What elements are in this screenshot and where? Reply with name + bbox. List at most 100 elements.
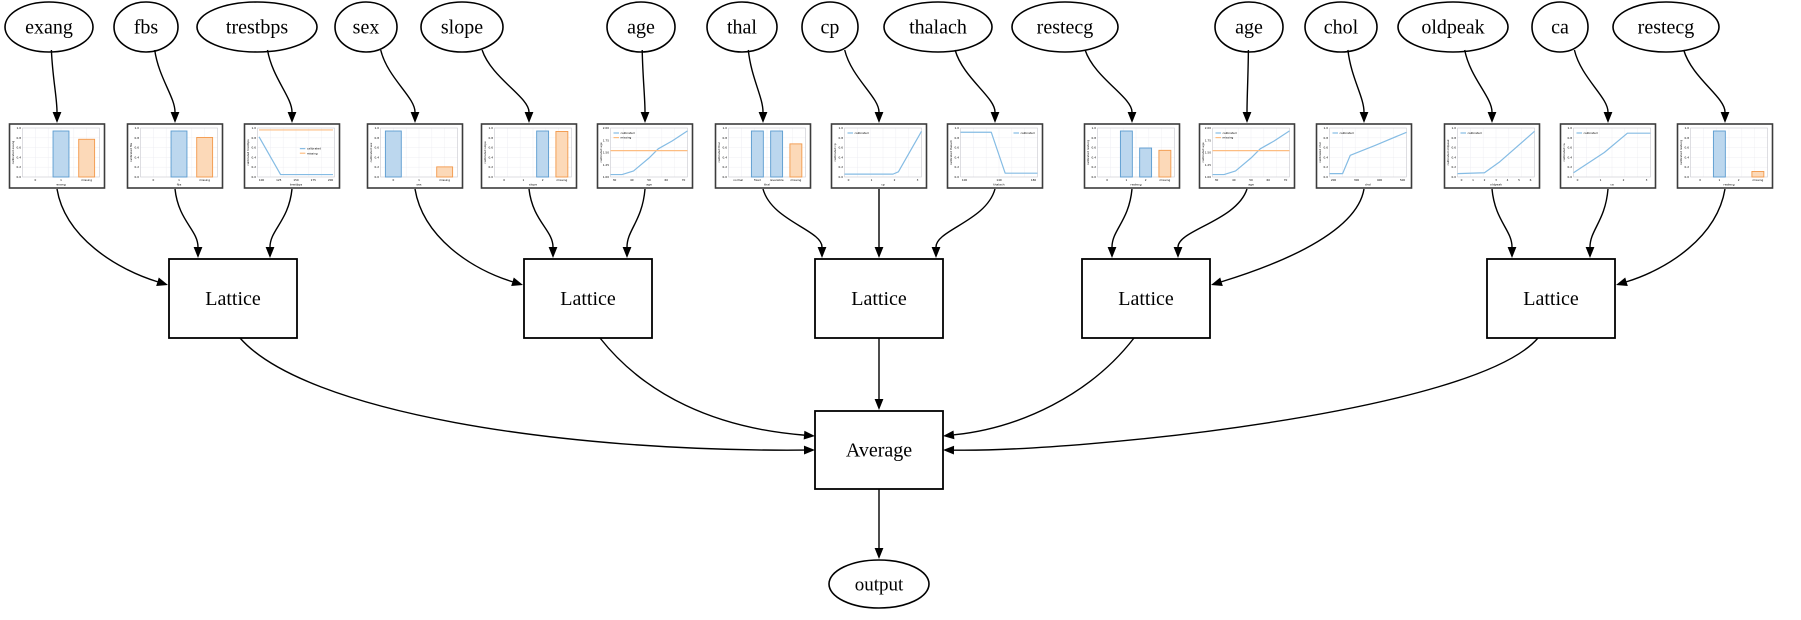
arrowhead-icon [640, 112, 650, 123]
arrowhead-icon [548, 247, 558, 258]
input-node-label: sex [353, 17, 380, 39]
arrowhead-icon [193, 247, 203, 258]
edge-line [641, 49, 646, 113]
arrowhead-icon [1616, 277, 1628, 286]
y-tick-label: 0.2 [955, 165, 960, 169]
edge-L5-avg [943, 337, 1539, 455]
input-node-label: restecg [1638, 17, 1695, 39]
edge-line [1491, 188, 1513, 248]
arrowhead-icon [874, 399, 884, 410]
y-tick-label: 0.6 [723, 146, 728, 150]
arrowhead-icon [943, 445, 955, 455]
input-node-thal: thal [706, 1, 778, 53]
edge-c3-L1 [265, 188, 293, 258]
edge-n11-c11 [1242, 49, 1252, 123]
input-node-label: thalach [909, 17, 967, 39]
x-axis-label: trestbps [290, 182, 303, 186]
lattice-node-2-label: Lattice [560, 288, 616, 310]
chart-frame [1315, 123, 1413, 189]
y-tick-label: 0.4 [1685, 155, 1690, 159]
y-tick-label: 0.0 [135, 175, 140, 179]
edge-c8-L3 [874, 189, 884, 258]
y-tick-label: 0.2 [17, 165, 22, 169]
x-tick-label: 1 [522, 178, 524, 182]
x-tick-label: 60 [1266, 178, 1270, 182]
line-calibrated [844, 131, 923, 175]
edge-c1-L1 [56, 188, 168, 286]
plot-border [1097, 127, 1175, 178]
line-calibrated [1573, 132, 1651, 174]
edge-line [481, 49, 530, 113]
edge-n8-c8 [844, 49, 884, 123]
y-tick-label: 0.6 [1324, 146, 1329, 150]
y-axis-label: calibrated cp [833, 143, 837, 161]
edge-c6-L2 [622, 188, 646, 258]
y-tick-label: 0.2 [839, 165, 844, 169]
input-node-ellipse [1304, 1, 1378, 53]
arrowhead-icon [1585, 247, 1595, 258]
x-axis-label: chol [1365, 182, 1371, 186]
input-node-ellipse [1011, 1, 1119, 53]
input-node-ellipse [883, 1, 993, 53]
legend-entry: calibrated [1021, 131, 1035, 135]
chart-frame [1443, 123, 1541, 189]
lattice-node-3-rect [814, 258, 944, 339]
y-tick-label: 1.75 [603, 138, 609, 142]
bar-0 [384, 130, 402, 178]
y-tick-label: 0.2 [375, 165, 380, 169]
arrowhead-icon [1603, 112, 1613, 123]
input-node-fbs: fbs [113, 1, 179, 53]
x-tick-label: 30 [1215, 178, 1219, 182]
plot-border [1329, 127, 1407, 178]
edge-line [266, 49, 293, 113]
input-node-label: fbs [134, 17, 159, 39]
y-tick-label: 0.0 [1568, 175, 1573, 179]
y-tick-label: 0.2 [1324, 165, 1329, 169]
x-tick-label: 2 [1738, 178, 1740, 182]
y-axis-label: calibrated thalach [949, 140, 953, 166]
lattice-node-4-label: Lattice [1118, 288, 1174, 310]
y-tick-label: 0.8 [1568, 136, 1573, 140]
x-tick-label: 0 [848, 178, 850, 182]
bar-missing [1751, 171, 1765, 178]
x-tick-label: 200 [1331, 178, 1337, 182]
y-tick-label: 0.2 [1452, 165, 1457, 169]
input-node-label: age [1235, 17, 1263, 39]
x-tick-label: 1 [1472, 178, 1474, 182]
edge-line [1589, 188, 1609, 248]
y-tick-label: 0.8 [135, 136, 140, 140]
y-tick-label: 1.75 [1205, 138, 1211, 142]
input-node-ellipse [1531, 1, 1589, 53]
input-node-label: cp [821, 17, 840, 39]
y-tick-label: 1.0 [489, 126, 494, 130]
edge-n4-c4 [380, 49, 420, 123]
y-axis-label: calibrated ca [1562, 143, 1566, 161]
input-node-ellipse [334, 1, 398, 53]
arrowhead-icon [1173, 247, 1183, 258]
x-tick-label: 400 [1377, 178, 1383, 182]
x-tick-label: 1 [1600, 178, 1602, 182]
x-tick-label: 50 [647, 178, 651, 182]
y-tick-label: 0.4 [135, 155, 140, 159]
y-tick-label: 1.25 [1205, 163, 1211, 167]
edge-n6-c6 [640, 49, 650, 123]
y-tick-label: 0.4 [375, 155, 380, 159]
x-tick-label: 3 [1495, 178, 1497, 182]
edge-L1-avg [239, 337, 815, 455]
y-tick-label: 0.0 [1092, 175, 1097, 179]
legend-entry: calibrated [1340, 131, 1354, 135]
arrowhead-icon [1720, 112, 1730, 123]
plot-border [257, 127, 335, 178]
plot-border [1690, 127, 1768, 178]
y-tick-label: 0.8 [1092, 136, 1097, 140]
edge-line [1084, 49, 1133, 113]
y-tick-label: 0.4 [1452, 155, 1457, 159]
x-axis-label: oldpeak [1490, 182, 1502, 186]
arrowhead-icon [265, 247, 275, 258]
y-tick-label: 0.0 [955, 175, 960, 179]
input-node-label: oldpeak [1421, 17, 1484, 39]
arrowhead-icon [170, 112, 180, 123]
